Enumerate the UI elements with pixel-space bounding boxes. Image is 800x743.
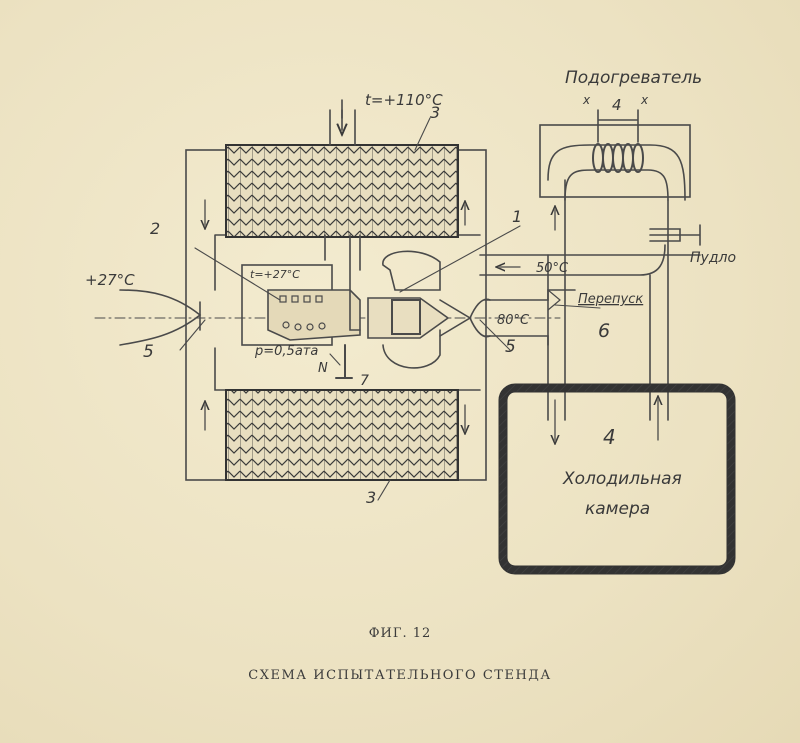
- test-stand-diagram: Подогреватель 4 x x t=+110°C 3 3 1 2 +27…: [85, 68, 736, 575]
- heater-frame: [539, 124, 691, 198]
- turbine[interactable]: [382, 250, 441, 291]
- label-temp-80: 80°C: [497, 313, 530, 328]
- label-heater-x1: x: [582, 93, 591, 107]
- figure-number: ФИГ. 12: [368, 626, 432, 641]
- figure-title: СХЕМА ИСПЫТАТЕЛЬНОГО СТЕНДА: [248, 668, 552, 683]
- label-pressure: p=0,5ата: [254, 344, 318, 359]
- radiator-top[interactable]: [225, 144, 459, 238]
- label-temp-top: t=+110°C: [365, 91, 443, 109]
- label-5-right: 5: [505, 337, 516, 357]
- label-1: 1: [512, 207, 522, 226]
- label-3-top: 3: [430, 103, 440, 122]
- label-heater: Подогреватель: [565, 68, 702, 88]
- heater-coil[interactable]: [592, 143, 644, 173]
- label-cold-line1: Холодильная: [562, 469, 682, 489]
- label-3-bottom: 3: [366, 488, 376, 507]
- label-temp-inlet: +27°C: [85, 271, 135, 289]
- label-bypass: Перепуск: [578, 292, 643, 307]
- label-pudlo: Пудло: [690, 250, 736, 266]
- label-temp-50: 50°C: [536, 261, 569, 276]
- label-heater-num: 4: [612, 96, 622, 114]
- label-5-left: 5: [143, 342, 154, 362]
- label-N: N: [318, 361, 328, 376]
- label-heater-x2: x: [640, 93, 649, 107]
- label-6: 6: [598, 320, 610, 342]
- label-7: 7: [360, 373, 369, 389]
- label-cold-line2: камера: [585, 499, 650, 519]
- label-temp-inner: t=+27°C: [250, 268, 300, 281]
- label-2: 2: [150, 219, 160, 238]
- label-cold-num: 4: [603, 425, 616, 449]
- radiator-bottom[interactable]: [225, 389, 459, 481]
